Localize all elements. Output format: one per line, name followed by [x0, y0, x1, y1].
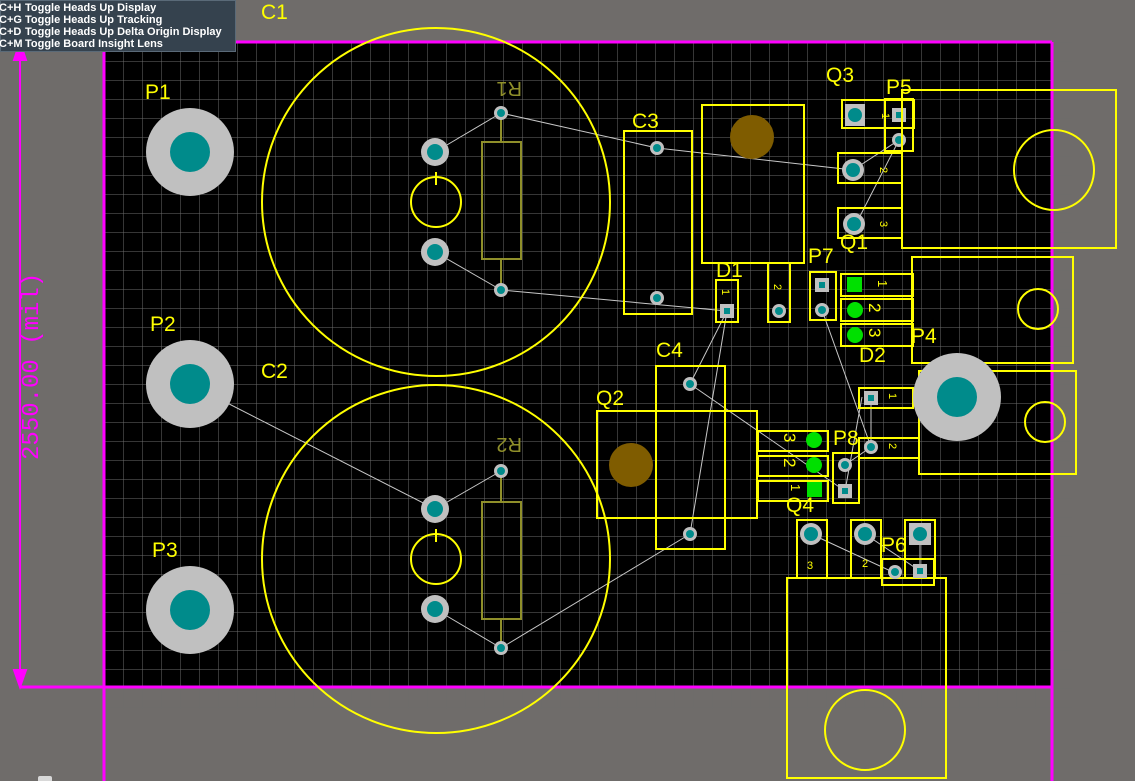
designator-p4: P4: [911, 325, 937, 348]
q1-pin-1: 1: [879, 113, 891, 119]
d2-pin-1: 1: [886, 393, 898, 399]
connector-p6[interactable]: [881, 558, 935, 586]
q4-pin-2: 2: [780, 458, 799, 467]
heatsink-mid-right[interactable]: [913, 353, 1077, 475]
ratsnest: [189, 112, 921, 649]
designator-c4: C4: [656, 339, 683, 362]
designator-c1: C1: [261, 1, 288, 24]
resistor-r1[interactable]: [481, 106, 522, 297]
d1-pin-1: 1: [719, 289, 731, 295]
transistor-bottom[interactable]: [786, 519, 947, 779]
designator-d2: D2: [859, 344, 886, 367]
designator-q1: Q1: [840, 231, 868, 254]
designator-d1: D1: [716, 259, 743, 282]
capacitor-c4[interactable]: [655, 365, 726, 550]
p4-pin-1: 1: [875, 280, 890, 287]
capacitor-c2[interactable]: [261, 384, 611, 734]
designator-p6: P6: [881, 534, 907, 557]
connector-p8[interactable]: [832, 452, 860, 504]
resistor-r2[interactable]: [481, 464, 522, 655]
designator-p5: P5: [886, 76, 912, 99]
heatsink-top-right[interactable]: [901, 89, 1117, 249]
q-bottom-pin-3: 3: [807, 560, 813, 572]
designator-p3: P3: [152, 539, 178, 562]
designator-p8: P8: [833, 427, 859, 450]
p4-pin-2: 2: [865, 303, 884, 312]
designator-r2: R2: [496, 433, 522, 455]
q-bottom-pin-2: 2: [862, 558, 868, 570]
q4-pin-3: 3: [780, 433, 799, 442]
dimension-label: 2550.00 (mil): [19, 273, 46, 460]
designator-c3: C3: [632, 110, 659, 133]
designator-p2: P2: [150, 313, 176, 336]
designator-q4: Q4: [786, 494, 814, 517]
diode-d1[interactable]: [715, 262, 791, 323]
capacitor-c1[interactable]: [261, 27, 611, 377]
d2-pin-2: 2: [886, 443, 898, 449]
designator-p1: P1: [145, 81, 171, 104]
pad-p3[interactable]: [146, 566, 234, 654]
pad-p1[interactable]: [146, 108, 234, 196]
regulator-body[interactable]: [701, 104, 805, 264]
designator-q2: Q2: [596, 387, 624, 410]
designator-p7: P7: [808, 245, 834, 268]
connector-p4[interactable]: [840, 256, 1074, 364]
connector-p7[interactable]: [809, 271, 837, 321]
designator-c2: C2: [261, 360, 288, 383]
transistor-q4[interactable]: [757, 430, 829, 502]
q1-pin-3: 3: [877, 221, 889, 227]
d1-pin-2: 2: [771, 284, 783, 290]
q1-pin-2: 2: [877, 167, 889, 173]
horizontal-scrollbar-thumb[interactable]: [38, 776, 52, 781]
designator-q3: Q3: [826, 64, 854, 87]
designator-r1: R1: [496, 77, 522, 99]
p4-pin-3: 3: [865, 328, 884, 337]
capacitor-c3[interactable]: [623, 130, 693, 315]
board-outline: [20, 40, 1054, 781]
pad-p2[interactable]: [146, 340, 234, 428]
q4-pin-1: 1: [788, 484, 803, 491]
